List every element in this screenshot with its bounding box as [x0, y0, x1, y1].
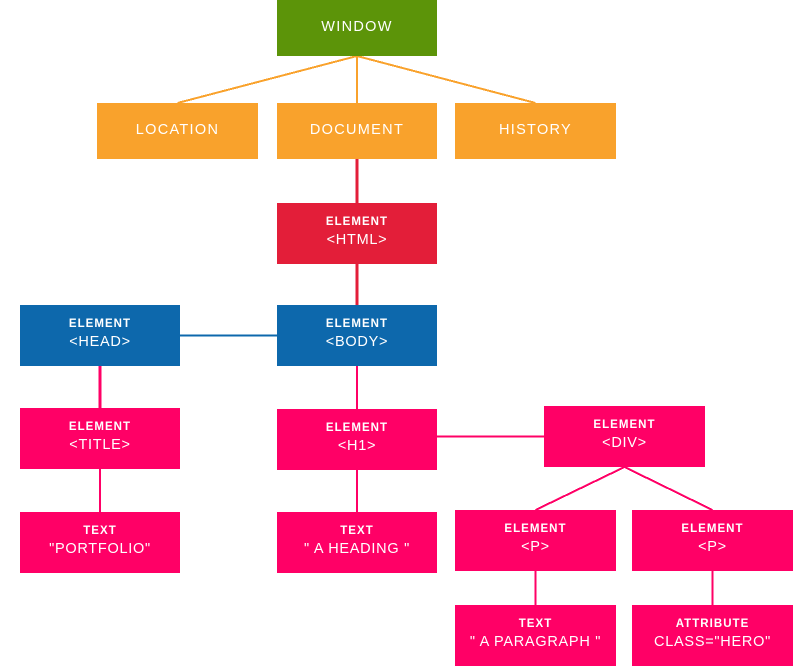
node-kind-label: ELEMENT	[325, 215, 389, 228]
connector-window-history	[356, 55, 536, 104]
node-kind-label: TEXT	[83, 524, 117, 537]
node-kind-label: TEXT	[340, 524, 374, 537]
node-element-head[interactable]: ELEMENT <HEAD>	[20, 305, 180, 366]
node-text-a-paragraph[interactable]: TEXT " A PARAGRAPH "	[455, 605, 616, 666]
node-window[interactable]: WINDOW	[277, 0, 437, 56]
node-element-h1[interactable]: ELEMENT <H1>	[277, 409, 437, 470]
node-value-label: <BODY>	[325, 334, 389, 351]
node-value-label: <HTML>	[326, 232, 388, 249]
node-document[interactable]: DOCUMENT	[277, 103, 437, 159]
node-history[interactable]: HISTORY	[455, 103, 616, 159]
node-value-label: <TITLE>	[69, 437, 131, 454]
node-text-portfolio[interactable]: TEXT "PORTFOLIO"	[20, 512, 180, 573]
connector-div-p1	[535, 466, 625, 511]
connector-window-location	[177, 55, 358, 104]
node-kind-label: ELEMENT	[68, 420, 132, 433]
node-value-label: <P>	[521, 539, 550, 556]
node-value-label: CLASS="HERO"	[654, 634, 771, 651]
node-kind-label: ELEMENT	[68, 317, 132, 330]
node-value-label: HISTORY	[498, 122, 573, 139]
node-element-p-2[interactable]: ELEMENT <P>	[632, 510, 793, 571]
node-attribute-class-hero[interactable]: ATTRIBUTE CLASS="HERO"	[632, 605, 793, 666]
node-value-label: " A PARAGRAPH "	[469, 634, 602, 651]
node-value-label: DOCUMENT	[309, 122, 405, 139]
node-element-div[interactable]: ELEMENT <DIV>	[544, 406, 705, 467]
node-value-label: <P>	[698, 539, 727, 556]
node-kind-label: ELEMENT	[681, 522, 744, 535]
node-value-label: WINDOW	[321, 19, 393, 36]
node-value-label: <DIV>	[602, 435, 647, 452]
node-location[interactable]: LOCATION	[97, 103, 258, 159]
node-element-html[interactable]: ELEMENT <HTML>	[277, 203, 437, 264]
node-kind-label: ELEMENT	[593, 418, 656, 431]
node-text-a-heading[interactable]: TEXT " A HEADING "	[277, 512, 437, 573]
node-value-label: "PORTFOLIO"	[49, 541, 151, 558]
node-kind-label: ELEMENT	[325, 421, 389, 434]
node-element-title[interactable]: ELEMENT <TITLE>	[20, 408, 180, 469]
node-kind-label: TEXT	[518, 617, 553, 630]
node-kind-label: ATTRIBUTE	[675, 617, 750, 630]
node-value-label: LOCATION	[135, 122, 220, 139]
node-element-body[interactable]: ELEMENT <BODY>	[277, 305, 437, 366]
node-kind-label: ELEMENT	[504, 522, 567, 535]
node-value-label: <H1>	[337, 438, 377, 455]
node-value-label: " A HEADING "	[304, 541, 410, 558]
node-kind-label: ELEMENT	[325, 317, 389, 330]
node-element-p-1[interactable]: ELEMENT <P>	[455, 510, 616, 571]
node-value-label: <HEAD>	[69, 334, 131, 351]
connector-div-p2	[624, 466, 713, 511]
